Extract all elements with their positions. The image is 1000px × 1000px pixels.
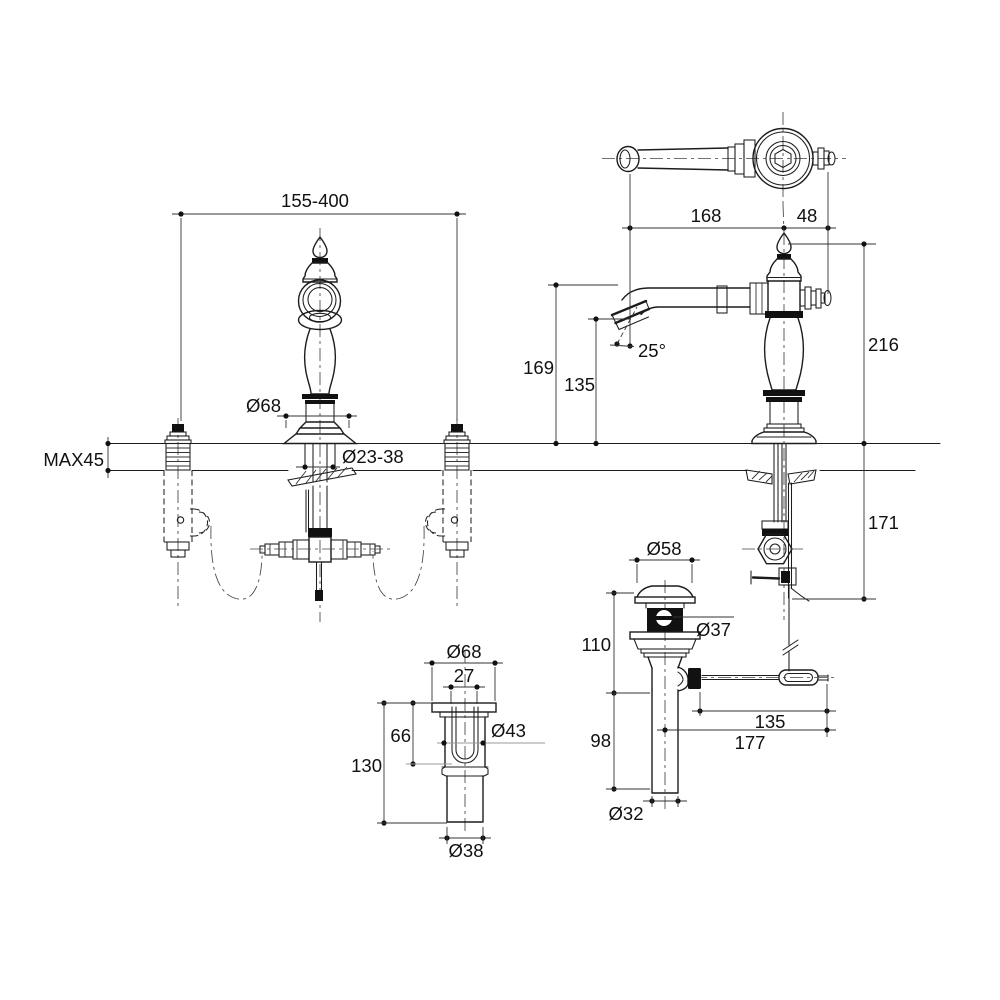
front-view-right-valve — [425, 418, 472, 608]
drain-assembly — [629, 580, 701, 812]
dim-overall-length: 130 — [351, 700, 447, 826]
dim-label-max-deck: MAX45 — [43, 449, 104, 470]
front-view-tee-connector — [250, 485, 390, 601]
dim-label-lever-length: 168 — [691, 205, 722, 226]
popup-rod-clevis — [694, 669, 838, 686]
dimensions: 155-400 MAX45 Ø68 Ø23-38 168 48 — [43, 172, 899, 861]
dim-label-rod-overall: 177 — [735, 732, 766, 753]
dim-label-base-dia: Ø68 — [246, 395, 281, 416]
dim-drain-tail-diameter: Ø32 — [609, 796, 687, 824]
dim-body-diameter: Ø43 — [437, 720, 545, 746]
countertop-lines — [107, 442, 941, 472]
dim-flange-diameter: Ø68 — [424, 641, 503, 701]
dim-socket-depth: 66 — [390, 700, 452, 767]
front-view-hoses — [210, 525, 425, 600]
side-view-faucet — [610, 231, 832, 620]
dim-outlet-height: 135 — [564, 316, 630, 447]
dim-rod-link-length: 135 — [692, 684, 836, 737]
dim-drain-upper-height: 110 — [582, 590, 650, 696]
dim-label-outlet-angle: 25° — [638, 340, 666, 361]
dim-overall-height: 216 — [788, 241, 899, 447]
dim-label-overall-height: 216 — [868, 334, 899, 355]
dim-label-body-dia: Ø43 — [491, 720, 526, 741]
dim-rod-overall-length: 177 — [657, 727, 836, 753]
dim-base-diameter: Ø68 — [246, 395, 357, 428]
side-view-valve — [742, 533, 806, 565]
dim-label-tail-dia: Ø38 — [449, 840, 484, 861]
dim-label-overall-length: 130 — [351, 755, 382, 776]
dim-max-deck: MAX45 — [43, 437, 111, 478]
front-view-washer — [287, 466, 357, 487]
dim-label-knob-offset: 48 — [797, 205, 818, 226]
spout-outlet-aerator — [610, 299, 651, 331]
dim-label-overflow-dia: Ø37 — [696, 619, 731, 640]
dim-outlet-angle: 25° — [609, 306, 666, 361]
dim-underdeck-depth: 171 — [792, 443, 899, 602]
dim-tail-diameter: Ø38 — [439, 827, 491, 861]
dim-lever-length: 168 48 — [622, 172, 836, 346]
dim-label-drain-tail-dia: Ø32 — [609, 803, 644, 824]
side-view-underdeck — [694, 442, 838, 686]
dim-label-rod-link-length: 135 — [755, 711, 786, 732]
front-view-left-valve — [163, 418, 210, 608]
dim-hole-diameter: Ø23-38 — [296, 446, 404, 470]
dim-label-lower-height: 98 — [590, 730, 611, 751]
dim-label-spout-top-height: 169 — [523, 357, 554, 378]
dim-spout-top-height: 169 — [523, 282, 618, 447]
dim-label-bore: 27 — [454, 665, 475, 686]
dim-label-underdeck-depth: 171 — [868, 512, 899, 533]
dim-drain-lower-height: 98 — [590, 693, 650, 792]
dim-overflow-diameter: Ø37 — [673, 616, 734, 640]
dim-label-cap-dia: Ø58 — [647, 538, 682, 559]
dim-label-upper-height: 110 — [582, 634, 612, 655]
front-view-spout-column — [250, 228, 390, 622]
dim-spread: 155-400 — [172, 190, 466, 421]
side-view-washer — [745, 469, 817, 485]
dim-drain-cap-diameter: Ø58 — [629, 538, 700, 583]
plan-view-handle — [602, 112, 846, 204]
dim-label-socket-depth: 66 — [390, 725, 411, 746]
dim-bore: 27 — [443, 665, 485, 704]
dim-label-spread: 155-400 — [281, 190, 349, 211]
dim-label-outlet-height: 135 — [564, 374, 595, 395]
dim-label-flange-dia: Ø68 — [447, 641, 482, 662]
dim-label-hole-dia: Ø23-38 — [342, 446, 404, 467]
popup-rod-bracket — [750, 567, 797, 586]
